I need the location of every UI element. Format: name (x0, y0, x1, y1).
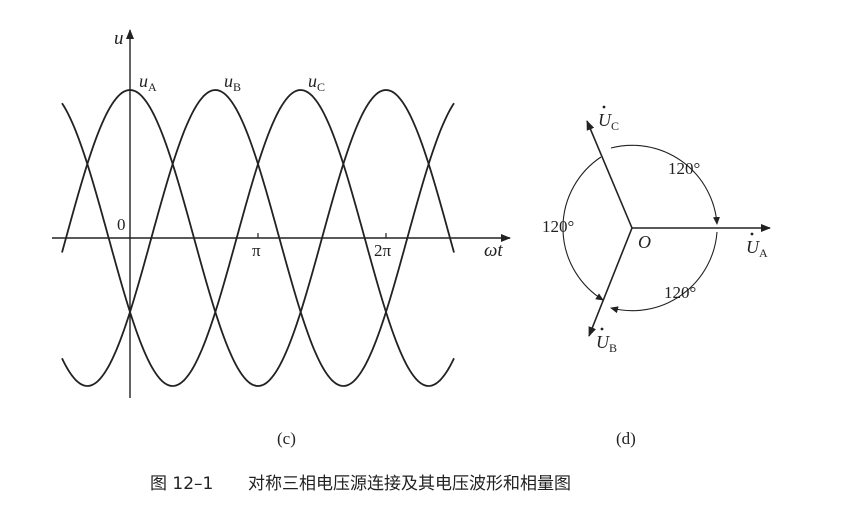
phasor-sublabel: (d) (616, 429, 636, 448)
waveform-x-axis-label: ωt (484, 240, 503, 261)
angle-arc-left (562, 156, 604, 301)
svg-text:UC: UC (598, 110, 619, 133)
angle-arc-bottom (610, 231, 718, 314)
waveform-y-axis-label: u (114, 28, 124, 49)
angle-label-bottom: 120° (664, 283, 696, 302)
waveform-sublabel: (c) (277, 429, 296, 448)
caption-number: 图 12–1 (150, 474, 213, 494)
angle-label-top: 120° (668, 159, 700, 178)
phasor-origin-label: O (638, 232, 651, 252)
waveform-curve-ua (61, 89, 455, 387)
svg-text:UA: UA (746, 237, 768, 260)
phasor-label-ua: UA (746, 232, 768, 260)
waveform-tick-pi-label: π (252, 241, 261, 260)
svg-text:UB: UB (596, 332, 617, 355)
waveform-curve-uc (61, 89, 455, 387)
waveform-tick-2pi-label: 2π (374, 241, 392, 260)
figure-caption: 图 12–1 对称三相电压源连接及其电压波形和相量图 (150, 474, 571, 494)
curve-label-ua: uA (139, 71, 157, 94)
phasor-panel: O UA UC UB 120° 120° 120° (d) (542, 105, 771, 448)
angle-label-left: 120° (542, 217, 574, 236)
caption-text: 对称三相电压源连接及其电压波形和相量图 (248, 474, 571, 494)
phasor-arrow-ub (588, 227, 633, 337)
angle-arc-top (610, 144, 720, 225)
curve-label-ub: uB (224, 71, 241, 94)
phasor-label-uc: UC (598, 105, 619, 133)
waveform-origin-label: 0 (117, 215, 126, 234)
curve-label-uc: uC (308, 71, 325, 94)
waveform-panel: u 0 π 2π ωt uA uB uC (c) (52, 28, 511, 448)
phasor-label-ub: UB (596, 327, 617, 355)
phasor-arrow-uc (586, 120, 633, 229)
